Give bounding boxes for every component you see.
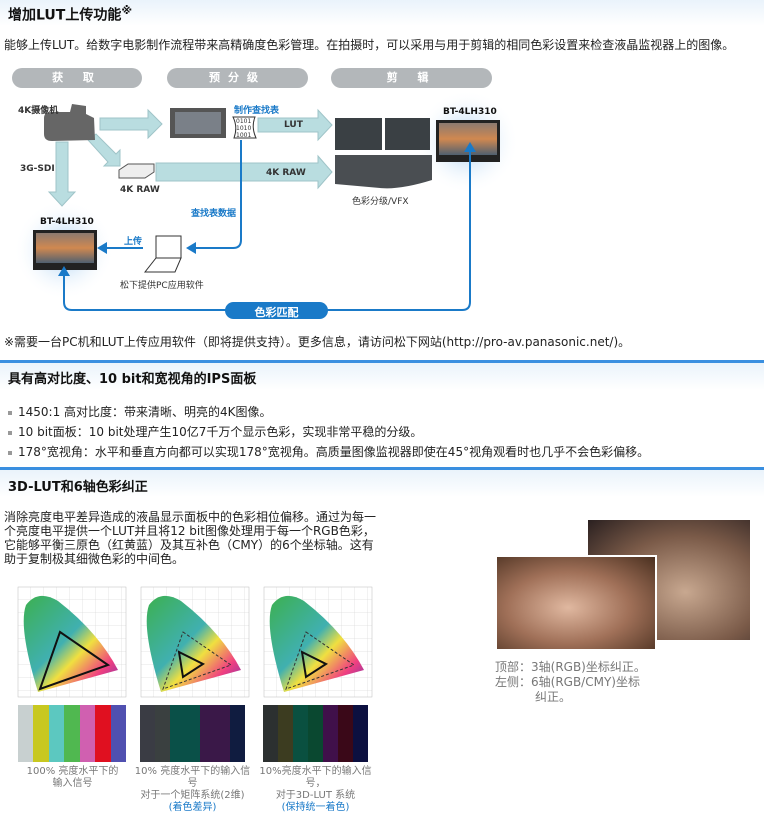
raw-recorder-icon xyxy=(118,163,155,179)
photo-6axis xyxy=(495,555,657,651)
color-bar xyxy=(79,705,96,762)
note-text: ※需要一台PC机和LUT上传应用软件（即将提供支持）。更多信息，请访问松下网站(… xyxy=(4,335,631,349)
section-title-3dlut: 3D-LUT和6轴色彩纠正 xyxy=(8,480,148,495)
section-title-ips: 具有高对比度、10 bit和宽视角的IPS面板 xyxy=(8,372,257,387)
color-bar xyxy=(185,705,200,762)
arrow-raw xyxy=(155,154,333,190)
color-match-pill xyxy=(225,302,328,319)
color-bar xyxy=(170,705,185,762)
lut-workflow-diagram: 获 取 预分级 剪 辑 xyxy=(0,0,520,330)
stage-pregrade: 预分级 xyxy=(167,68,308,88)
color-bar xyxy=(278,705,293,762)
cie-chart xyxy=(17,586,127,698)
lut-document-icon xyxy=(232,116,257,139)
3dlut-description: 消除亮度电平差异造成的液晶显示面板中的色彩相位偏移。通过为每一个亮度电平提供一个… xyxy=(4,510,377,566)
make-lut-label: 制作查找表 xyxy=(234,106,280,116)
caption-100: 100% 亮度水平下的输入信号 xyxy=(26,766,119,789)
color-bar xyxy=(33,705,49,762)
grading-screen-2 xyxy=(385,118,430,150)
laptop-icon xyxy=(155,235,182,259)
arrow-lut xyxy=(257,108,333,142)
raw-arrow-label: 4K RAW xyxy=(266,168,306,178)
monitor-right-label: BT-4LH310 xyxy=(443,107,497,117)
raw-box-label: 4K RAW xyxy=(120,185,160,195)
color-bars-100 xyxy=(18,705,126,762)
stage-capture: 获 取 xyxy=(12,68,142,88)
lut-data-line xyxy=(192,140,242,249)
bullet-contrast: 1450:1 高对比度：带来清晰、明亮的4K图像。 xyxy=(8,403,272,420)
title-band xyxy=(0,0,764,26)
color-bars-matrix xyxy=(140,705,245,762)
grading-label: 色彩分级/VFX xyxy=(352,197,409,207)
stage-edit: 剪 辑 xyxy=(331,68,492,88)
cie-chart xyxy=(263,586,373,698)
color-bar xyxy=(230,705,245,762)
color-bar xyxy=(323,705,338,762)
sdi-label: 3G-SDI xyxy=(20,164,55,174)
diagram-graphics xyxy=(14,90,519,319)
section-title-lut: 增加LUT上传功能※ xyxy=(8,4,133,24)
section-band-ips xyxy=(0,360,764,390)
color-bar xyxy=(64,705,80,762)
photo-caption: 顶部：3轴(RGB)坐标纠正。左侧：6轴(RGB/CMY)坐标纠正。 xyxy=(495,660,646,704)
grading-screen-1 xyxy=(335,118,382,150)
color-bar xyxy=(215,705,230,762)
color-bar xyxy=(155,705,170,762)
upload-label: 上传 xyxy=(124,237,143,247)
lut-data-label: 查找表数据 xyxy=(191,209,237,219)
color-bar xyxy=(48,705,65,762)
bullet-10bit: 10 bit面板：10 bit处理产生10亿7千万个显示色彩，实现非常平稳的分级… xyxy=(8,423,422,440)
arrow-to-raw xyxy=(87,133,121,167)
color-bars-3dlut xyxy=(263,705,368,762)
color-bar xyxy=(293,705,308,762)
section-band-3dlut xyxy=(0,467,764,497)
caption-3dlut: 10%亮度水平下的输入信号，对于3D-LUT 系统(保持统一着色) xyxy=(259,766,372,813)
chromaticity-diagrams xyxy=(17,586,373,698)
cie-chart xyxy=(140,586,250,698)
color-bar xyxy=(110,705,126,762)
caption-matrix: 10% 亮度水平下的输入信号对于一个矩阵系统(2维)(着色差异) xyxy=(134,766,251,813)
lut-arrow-label: LUT xyxy=(284,120,303,130)
color-bar xyxy=(18,705,34,762)
color-bar xyxy=(200,705,215,762)
color-bar xyxy=(308,705,323,762)
arrow-sdi xyxy=(47,141,77,207)
grading-console xyxy=(335,155,432,189)
color-bar xyxy=(338,705,353,762)
camera-icon xyxy=(44,104,95,141)
color-bar xyxy=(263,705,278,762)
arrow-camera-to-pregrade xyxy=(99,108,163,140)
monitor-left-label: BT-4LH310 xyxy=(40,217,94,227)
camera-label: 4K摄像机 xyxy=(18,106,59,116)
color-bar xyxy=(95,705,111,762)
software-label: 松下提供PC应用软件 xyxy=(120,281,204,291)
color-bar xyxy=(353,705,368,762)
color-match-label: 色彩匹配 xyxy=(254,306,299,319)
intro-text: 能够上传LUT。给数字电影制作流程带来高精确度色彩管理。在拍摄时，可以采用与用于… xyxy=(4,38,735,52)
bullet-viewing-angle: 178°宽视角：水平和垂直方向都可以实现178°宽视角。高质量图像监视器即使在4… xyxy=(8,443,649,460)
color-bar xyxy=(140,705,155,762)
